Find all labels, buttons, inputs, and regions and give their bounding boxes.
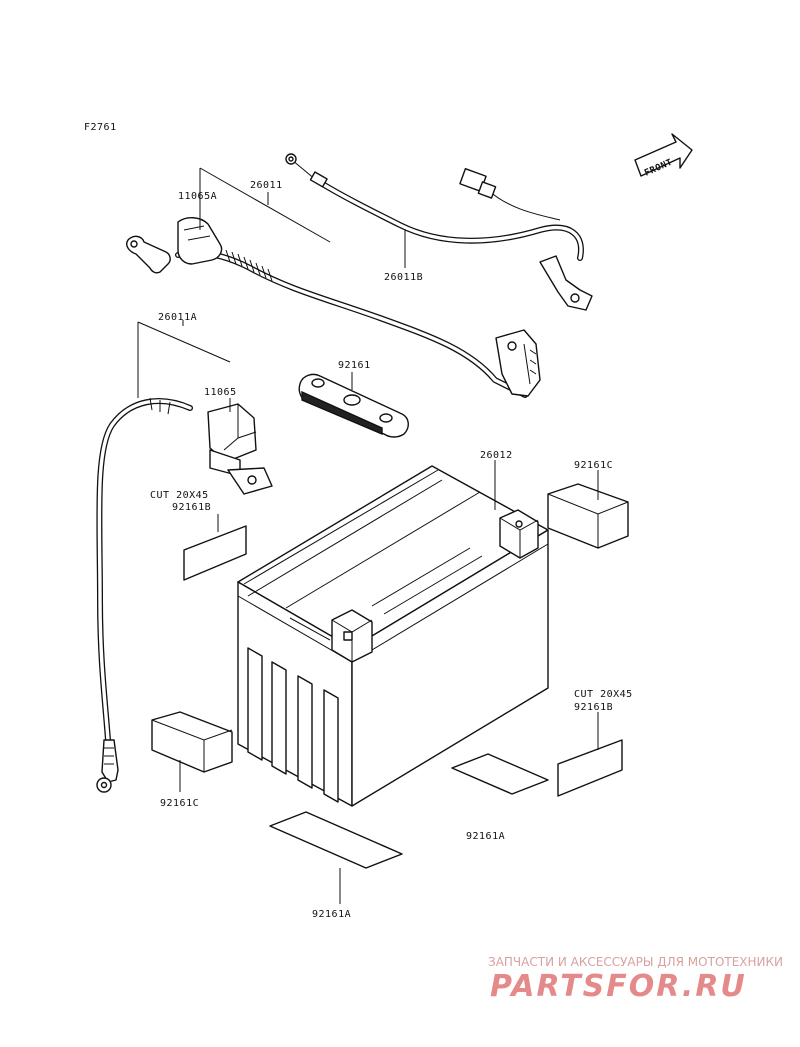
label-92161C-top: 92161C: [574, 460, 613, 471]
battery-cable-26011A: [96, 397, 273, 793]
label-26012: 26012: [480, 450, 513, 461]
label-11065: 11065: [204, 387, 237, 398]
pad-92161A-bottom: [269, 811, 403, 869]
label-92161B-right: 92161B: [574, 702, 613, 713]
label-92161A-bottom: 92161A: [312, 909, 351, 920]
harness-26011B: [285, 153, 593, 311]
watermark-brand: PARTSFOR.RU: [490, 969, 747, 1004]
front-arrow-icon: FRONT: [634, 133, 693, 179]
label-cut-right: CUT 20X45: [574, 689, 633, 700]
label-92161C-bottom: 92161C: [160, 798, 199, 809]
figure-code: F2761: [84, 122, 117, 133]
watermark: ЗАПЧАСТИ И АКСЕССУАРЫ ДЛЯ МОТОТЕХНИКИ PA…: [488, 955, 783, 1004]
label-26011B: 26011B: [384, 272, 423, 283]
battery-terminal-negative: [331, 609, 373, 663]
watermark-tagline: ЗАПЧАСТИ И АКСЕССУАРЫ ДЛЯ МОТОТЕХНИКИ: [488, 955, 783, 969]
battery-terminal-positive: [499, 509, 539, 559]
label-92161: 92161: [338, 360, 371, 371]
pad-92161C-top: [547, 483, 629, 549]
leader-lines: [137, 167, 599, 904]
pad-92161C-bottom: [151, 711, 233, 773]
label-11065A: 11065A: [178, 191, 217, 202]
battery-cells: [247, 647, 339, 803]
label-26011: 26011: [250, 180, 283, 191]
label-cut-left: CUT 20X45: [150, 490, 209, 501]
label-92161B-left: 92161B: [172, 502, 211, 513]
plate-92161: [298, 373, 409, 438]
battery-26012: [237, 465, 549, 807]
pad-92161B-right: [557, 739, 623, 797]
pad-92161B-left: [183, 525, 247, 581]
pad-92161A-mid: [451, 753, 549, 795]
label-92161A-mid: 92161A: [466, 831, 505, 842]
label-26011A: 26011A: [158, 312, 197, 323]
battery-cable-26011: [126, 217, 541, 398]
